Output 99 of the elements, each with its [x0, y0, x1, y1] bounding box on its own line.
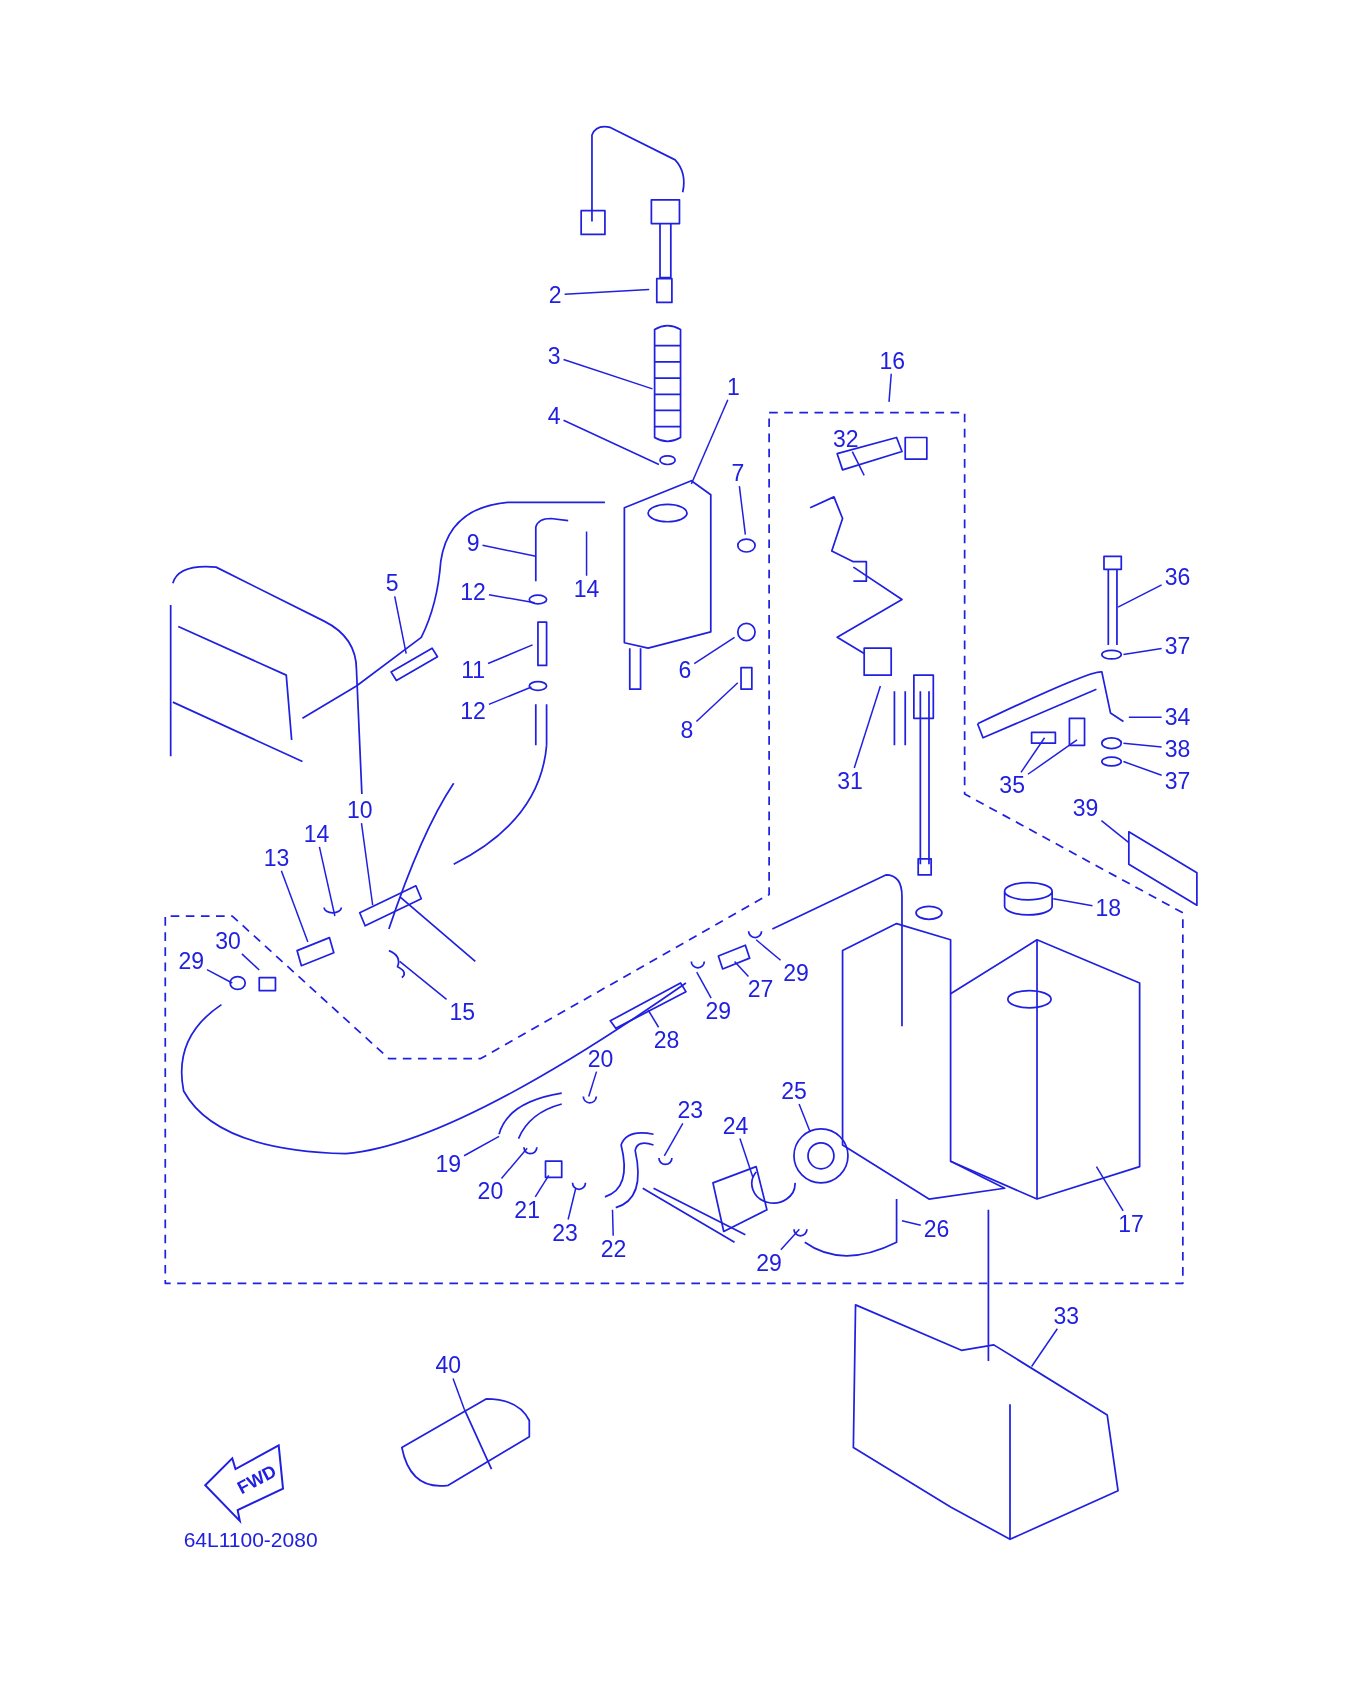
callout-number: 37 — [1163, 769, 1192, 793]
leader-line — [693, 636, 736, 665]
callout-number: 1 — [726, 374, 741, 399]
callout-number: 30 — [214, 928, 242, 953]
callout-number: 12 — [459, 579, 487, 604]
callout-number: 39 — [1071, 796, 1100, 820]
callout-number: 28 — [652, 1028, 681, 1053]
leader-line — [280, 869, 309, 943]
callout-number: 8 — [679, 718, 695, 743]
callout-number: 13 — [262, 845, 291, 870]
leader-line — [1122, 760, 1163, 777]
callout-number: 26 — [922, 1217, 951, 1242]
leader-line — [733, 960, 750, 978]
leader-line — [611, 1209, 614, 1237]
callout-number: 18 — [1094, 896, 1123, 921]
leader-line — [241, 953, 260, 971]
leader-line — [563, 288, 650, 296]
leader-line — [888, 373, 892, 403]
callout-number: 22 — [599, 1236, 628, 1261]
callout-number: 12 — [459, 698, 487, 723]
leader-line — [393, 595, 407, 655]
callout-number: 33 — [1052, 1303, 1080, 1328]
leader-line — [1095, 1165, 1124, 1212]
callout-number: 4 — [546, 403, 562, 428]
leader-line — [1030, 1327, 1059, 1368]
callout-number: 24 — [721, 1113, 750, 1138]
leader-line — [360, 822, 374, 906]
callout-number: 25 — [780, 1079, 808, 1103]
leader-line — [739, 1137, 754, 1179]
leader-line — [567, 1187, 577, 1221]
callout-number: 29 — [704, 999, 733, 1024]
callout-number: 29 — [782, 961, 810, 986]
leader-line — [1027, 739, 1078, 775]
leader-line — [755, 939, 782, 961]
callout-number: 29 — [755, 1250, 783, 1275]
callout-number: 21 — [513, 1197, 541, 1222]
callout-number: 29 — [177, 949, 205, 974]
callout-number: 32 — [832, 426, 860, 451]
callout-number: 14 — [572, 576, 601, 601]
callout-number: 11 — [460, 657, 487, 682]
leader-line — [463, 1135, 500, 1157]
leader-line — [695, 681, 739, 723]
leader-line — [562, 358, 654, 390]
callout-number: 31 — [836, 769, 864, 793]
leader-line — [481, 544, 537, 558]
leader-line — [206, 968, 233, 984]
callout-number: 3 — [546, 344, 562, 369]
callout-number: 34 — [1163, 705, 1192, 730]
leader-line — [1020, 737, 1046, 774]
callout-number: 36 — [1163, 564, 1192, 589]
callout-number: 2 — [547, 282, 563, 307]
leader-line — [562, 419, 660, 466]
leader-line — [318, 846, 336, 917]
callout-number: 38 — [1163, 736, 1192, 761]
leader-line — [1122, 647, 1163, 656]
callout-number: 7 — [730, 461, 746, 486]
callout-number: 20 — [476, 1179, 505, 1204]
drawing-code: 64L1100-2080 — [183, 1528, 318, 1553]
leader-line — [647, 1009, 660, 1028]
callout-number: 9 — [465, 531, 481, 556]
callout-number: 37 — [1163, 633, 1192, 658]
leader-line — [690, 398, 729, 485]
leader-line — [696, 971, 712, 999]
leader-line — [534, 1174, 550, 1198]
leader-line — [585, 530, 588, 577]
callout-number: 27 — [746, 977, 775, 1002]
leader-line — [500, 1147, 528, 1180]
callout-number: 40 — [434, 1353, 463, 1378]
leader-line — [1117, 584, 1163, 608]
leader-line — [587, 1070, 598, 1098]
leader-line — [1100, 819, 1130, 844]
callout-number: 19 — [434, 1152, 463, 1177]
leader-line — [738, 485, 747, 536]
leader-line — [798, 1103, 811, 1133]
leader-line — [780, 1228, 801, 1251]
leader-line — [663, 1122, 684, 1157]
leader-line — [487, 644, 534, 665]
callout-number: 23 — [676, 1098, 705, 1123]
leader-line — [398, 960, 448, 1001]
leader-line — [1122, 742, 1163, 748]
callout-number: 14 — [302, 821, 331, 846]
leader-line — [1128, 716, 1163, 718]
leader-line — [452, 1377, 466, 1411]
callout-number: 5 — [384, 571, 400, 596]
callout-number: 6 — [677, 657, 693, 682]
leader-line — [853, 685, 882, 769]
callout-number: 35 — [998, 773, 1026, 798]
callout-number: 15 — [448, 1000, 477, 1025]
direction-label: FWD — [234, 1461, 281, 1499]
leader-line — [851, 450, 865, 477]
callout-number: 23 — [551, 1220, 579, 1245]
callout-number: 17 — [1117, 1211, 1145, 1236]
callout-number: 20 — [586, 1046, 615, 1071]
leader-line — [488, 594, 536, 604]
callout-number: 10 — [345, 798, 374, 823]
callout-number: 16 — [878, 348, 907, 373]
leader-line — [901, 1219, 922, 1227]
leader-line — [488, 686, 533, 706]
leader-line — [1052, 898, 1094, 907]
